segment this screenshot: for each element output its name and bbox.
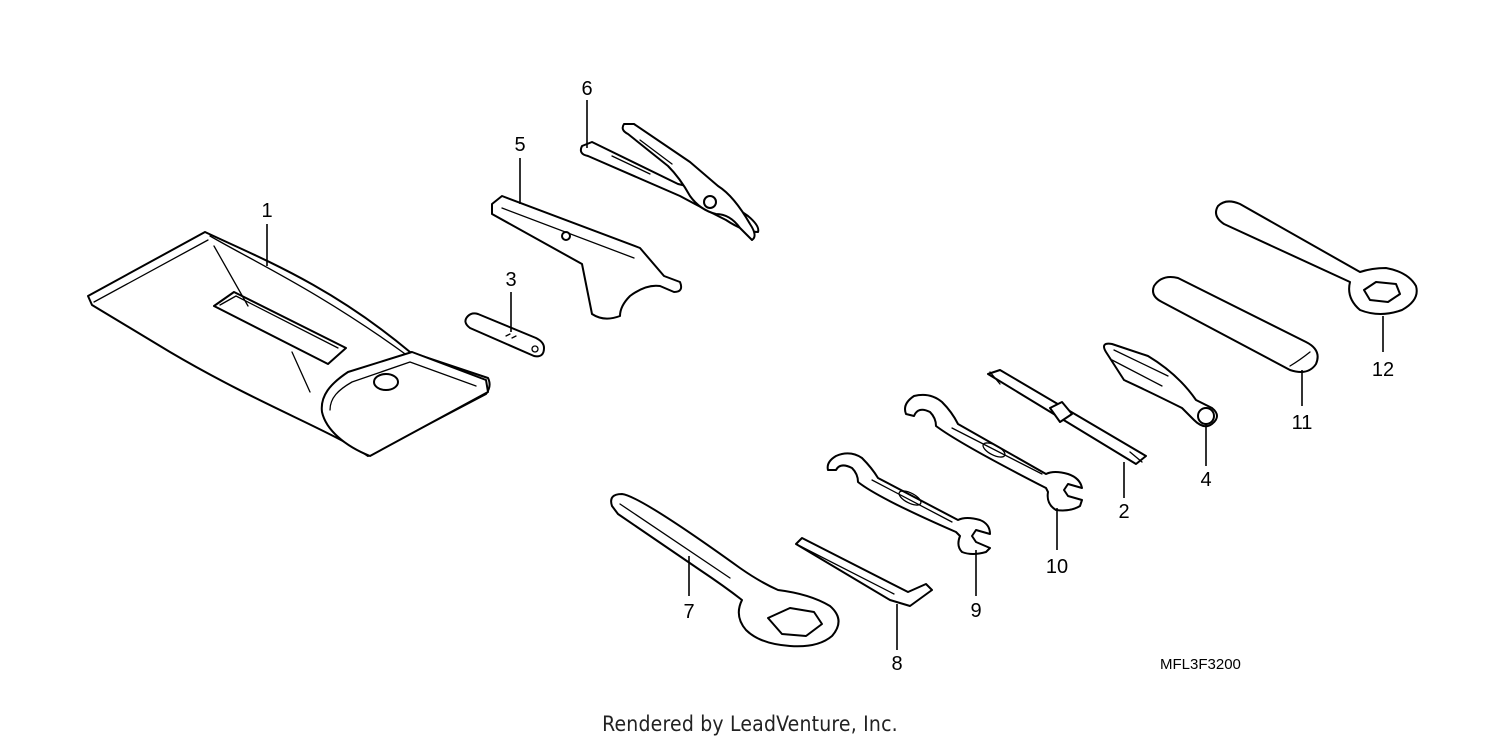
part-2-screwdriver-shaft[interactable] xyxy=(987,369,1147,465)
callout-6[interactable]: 6 xyxy=(581,78,592,100)
part-12-ring-wrench-19[interactable] xyxy=(1215,200,1418,315)
callout-8[interactable]: 8 xyxy=(891,653,902,675)
part-10-wrench-10x12[interactable] xyxy=(904,393,1083,512)
part-3-gauge-plate[interactable] xyxy=(464,312,545,358)
footer-credit: Rendered by LeadVenture, Inc. xyxy=(602,712,898,736)
callout-10[interactable]: 10 xyxy=(1046,556,1068,578)
callout-9[interactable]: 9 xyxy=(970,600,981,622)
callout-7[interactable]: 7 xyxy=(683,601,694,623)
callout-4[interactable]: 4 xyxy=(1200,469,1211,491)
drawing-code: MFL3F3200 xyxy=(1160,656,1241,673)
part-4-screwdriver-handle[interactable] xyxy=(1103,342,1218,428)
part-7-ring-spanner[interactable] xyxy=(610,493,840,648)
callout-2[interactable]: 2 xyxy=(1118,501,1129,523)
callout-1[interactable]: 1 xyxy=(261,200,272,222)
callout-3[interactable]: 3 xyxy=(505,269,516,291)
part-5-pin-spanner[interactable] xyxy=(491,195,683,320)
callout-5[interactable]: 5 xyxy=(514,134,525,156)
part-9-wrench-8x12[interactable] xyxy=(826,452,991,555)
part-6-pliers[interactable] xyxy=(579,123,760,241)
part-8-hex-key[interactable] xyxy=(795,537,933,607)
part-11-extension-bar[interactable] xyxy=(1152,276,1319,373)
part-1-tool-bag[interactable] xyxy=(87,231,491,457)
callout-11[interactable]: 11 xyxy=(1292,412,1313,434)
callout-12[interactable]: 12 xyxy=(1372,359,1394,381)
